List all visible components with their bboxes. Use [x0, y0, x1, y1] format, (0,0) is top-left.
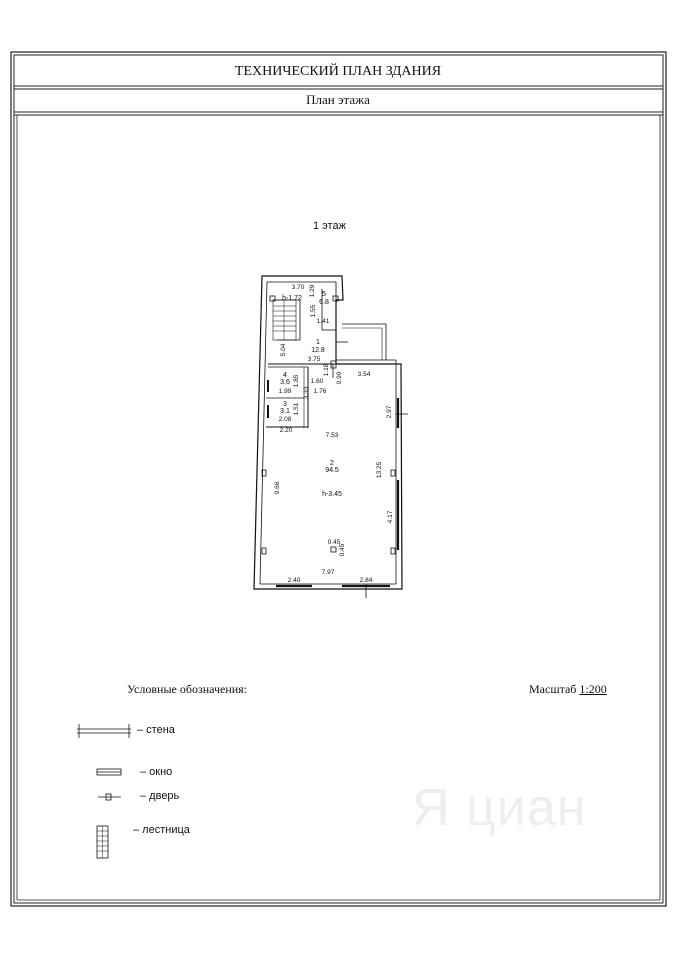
room-3-number: 3 [283, 401, 287, 408]
floor-label: 1 этаж [313, 220, 346, 232]
dim-label: 2.40 [288, 577, 301, 584]
dim-label: 1.29 [309, 284, 316, 297]
dim-label: 0.45 [339, 543, 346, 556]
wall-symbol-icon [77, 724, 131, 738]
scale-text: Масштаб [529, 682, 577, 696]
legend-wall-label: – стена [137, 724, 175, 736]
dim-label: 7.53 [326, 432, 339, 439]
room-2-number: 2 [330, 460, 334, 467]
room-3-area: 3.1 [280, 408, 290, 415]
dim-label: 4.17 [387, 510, 394, 523]
sheet-title: ТЕХНИЧЕСКИЙ ПЛАН ЗДАНИЯ [234, 64, 442, 79]
dim-label: 1.55 [310, 304, 317, 317]
dim-label: 2.97 [386, 405, 393, 418]
room-2-area: 94.5 [325, 467, 339, 474]
dim-label: 3.33 [303, 386, 310, 399]
dim-label: 3.75 [308, 356, 321, 363]
dim-label: 1.51 [293, 402, 300, 415]
dim-label: 1.60 [311, 378, 324, 385]
dim-label: 1.76 [314, 388, 327, 395]
dim-label: 1.41 [317, 318, 330, 325]
legend-window-label: – окно [140, 766, 173, 778]
height-mark-stair: h-1.72 [282, 295, 302, 302]
dim-label: 2.20 [280, 427, 293, 434]
dim-label: 1.85 [293, 374, 300, 387]
dim-label: 13.25 [376, 461, 383, 478]
dim-label: 1.99 [279, 388, 292, 395]
scale-value: 1:200 [579, 682, 607, 696]
room-4-area: 3.6 [280, 379, 290, 386]
dim-label: 2.08 [279, 416, 292, 423]
legend-door-label: – дверь [140, 790, 180, 802]
stair-symbol-icon [96, 825, 109, 859]
door-symbol-icon [98, 793, 121, 801]
room-1-number: 1 [316, 339, 320, 346]
dim-label: 3.54 [358, 371, 371, 378]
dim-label: 0.90 [336, 371, 343, 384]
dim-label: 3.70 [292, 284, 305, 291]
dim-label: 9.66 [274, 481, 281, 494]
dim-label: 1.18 [323, 363, 330, 376]
watermark-logo: Я циан [412, 779, 587, 837]
height-mark-main: h-3.45 [322, 491, 342, 498]
dim-label: 7.97 [322, 569, 335, 576]
window-symbol-icon [96, 768, 122, 776]
room-5-number: 5 [322, 291, 326, 298]
legend-title: Условные обозначения: [127, 682, 248, 696]
dim-label: 0.45 [328, 539, 341, 546]
legend-stair-label: – лестница [133, 824, 190, 836]
scale-label: Масштаб 1:200 [529, 682, 607, 697]
dim-label: 2.84 [360, 577, 373, 584]
dim-label: 5.04 [280, 343, 287, 356]
room-5-area: 6.8 [319, 299, 329, 306]
legend-symbols [77, 724, 131, 859]
room-1-area: 12.8 [311, 347, 325, 354]
sheet-subtitle: План этажа [306, 92, 370, 107]
room-4-number: 4 [283, 372, 287, 379]
